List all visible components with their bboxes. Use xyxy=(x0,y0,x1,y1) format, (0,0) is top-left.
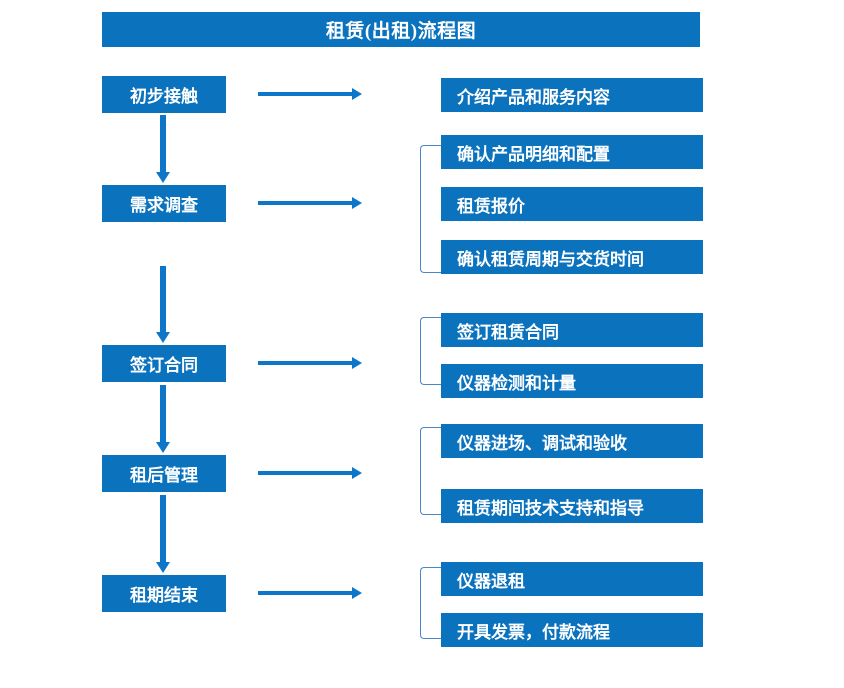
arrow-head-icon xyxy=(352,467,362,479)
detail-box-1-1[interactable]: 介绍产品和服务内容 xyxy=(441,78,703,112)
arrow-shaft xyxy=(258,471,352,475)
arrow-head-icon xyxy=(156,562,170,573)
diagram-title: 租赁(出租)流程图 xyxy=(102,12,700,47)
detail-box-2-2[interactable]: 租赁报价 xyxy=(441,187,703,221)
group-bracket-stage-3 xyxy=(420,317,441,385)
stage-box-5[interactable]: 租期结束 xyxy=(102,575,226,612)
vertical-arrow-1-to-2 xyxy=(156,115,170,183)
arrow-shaft xyxy=(160,266,166,332)
arrow-head-icon xyxy=(156,332,170,343)
horizontal-arrow-stage-3 xyxy=(258,357,362,369)
stage-box-2[interactable]: 需求调查 xyxy=(102,185,226,222)
arrow-head-icon xyxy=(352,587,362,599)
group-bracket-stage-2 xyxy=(420,145,441,273)
arrow-shaft xyxy=(258,361,352,365)
arrow-shaft xyxy=(258,92,352,96)
group-bracket-stage-4 xyxy=(420,427,441,515)
horizontal-arrow-stage-1 xyxy=(258,88,362,100)
detail-box-3-2[interactable]: 仪器检测和计量 xyxy=(441,364,703,398)
arrow-head-icon xyxy=(352,357,362,369)
arrow-shaft xyxy=(258,201,352,205)
arrow-shaft xyxy=(160,495,166,562)
detail-box-4-2[interactable]: 租赁期间技术支持和指导 xyxy=(441,489,703,523)
arrow-head-icon xyxy=(352,197,362,209)
detail-box-5-2[interactable]: 开具发票，付款流程 xyxy=(441,613,703,647)
stage-box-3[interactable]: 签订合同 xyxy=(102,345,226,382)
detail-box-2-3[interactable]: 确认租赁周期与交货时间 xyxy=(441,240,703,274)
stage-box-4[interactable]: 租后管理 xyxy=(102,455,226,492)
detail-box-3-1[interactable]: 签订租赁合同 xyxy=(441,313,703,347)
horizontal-arrow-stage-4 xyxy=(258,467,362,479)
group-bracket-stage-5 xyxy=(420,567,441,639)
arrow-head-icon xyxy=(156,442,170,453)
detail-box-2-1[interactable]: 确认产品明细和配置 xyxy=(441,135,703,169)
vertical-arrow-3-to-4 xyxy=(156,385,170,453)
horizontal-arrow-stage-5 xyxy=(258,587,362,599)
detail-box-5-1[interactable]: 仪器退租 xyxy=(441,562,703,596)
horizontal-arrow-stage-2 xyxy=(258,197,362,209)
arrow-shaft xyxy=(160,115,166,172)
arrow-shaft xyxy=(258,591,352,595)
arrow-shaft xyxy=(160,385,166,442)
vertical-arrow-2-to-3 xyxy=(156,266,170,343)
arrow-head-icon xyxy=(156,172,170,183)
arrow-head-icon xyxy=(352,88,362,100)
detail-box-4-1[interactable]: 仪器进场、调试和验收 xyxy=(441,424,703,458)
stage-box-1[interactable]: 初步接触 xyxy=(102,76,226,113)
vertical-arrow-4-to-5 xyxy=(156,495,170,573)
